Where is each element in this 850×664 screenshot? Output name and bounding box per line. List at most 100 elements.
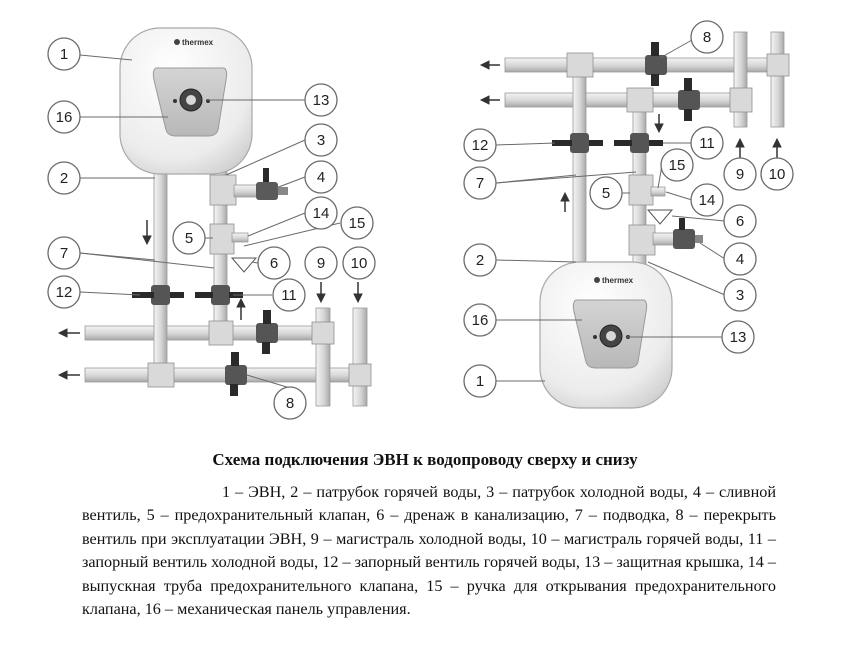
left-brand-label: thermex [182,38,214,47]
svg-text:11: 11 [281,287,297,304]
callout-left-16: 16 [47,100,81,134]
right-valve-8 [645,42,667,86]
right-cold-main-pipe [504,92,746,108]
svg-text:4: 4 [736,251,744,268]
callout-right-3: 3 [723,278,757,312]
svg-text:6: 6 [270,255,278,272]
svg-text:7: 7 [476,175,484,192]
right-drain-branch [652,232,676,246]
right-valve-12 [552,133,603,153]
left-tee-fitting [147,362,175,388]
right-valve-outlet-14 [650,186,666,197]
callout-right-5: 5 [589,176,623,210]
svg-text:4: 4 [317,169,325,186]
right-valve-11 [614,133,663,153]
left-valve-4 [256,168,288,200]
right-diagram: thermex [463,20,794,409]
left-valve-8 [256,310,278,354]
svg-text:8: 8 [703,29,711,46]
left-safety-valve-5 [209,223,235,255]
left-tee-fitting [208,320,234,346]
svg-text:12: 12 [56,284,73,301]
right-valve-8b [678,78,700,121]
right-flow-arrows [479,60,782,212]
callout-right-10: 10 [760,157,794,191]
callout-left-6: 6 [257,246,291,280]
callout-right-6: 6 [723,204,757,238]
connection-diagram: thermex [47,20,794,420]
svg-text:9: 9 [317,255,325,272]
callout-right-11: 11 [690,126,724,160]
callout-right-2: 2 [463,243,497,277]
svg-text:15: 15 [669,157,686,174]
left-leader-lines [79,54,341,389]
callout-right-13: 13 [721,320,755,354]
right-tee-fitting [628,224,656,256]
callout-left-2: 2 [47,161,81,195]
left-drain-funnel-6 [230,257,258,273]
svg-text:10: 10 [769,166,786,183]
svg-text:5: 5 [602,185,610,202]
svg-text:5: 5 [185,230,193,247]
svg-text:12: 12 [472,137,489,154]
right-brand-label: thermex [602,276,634,285]
right-control-knob-center [606,331,616,341]
svg-text:15: 15 [349,215,366,232]
callout-left-5: 5 [172,221,206,255]
left-tee-fitting [311,321,335,345]
right-hot-supply-pipe [572,67,587,269]
svg-text:3: 3 [736,287,744,304]
svg-text:16: 16 [472,312,489,329]
right-tee-fitting [729,87,753,113]
svg-text:3: 3 [317,132,325,149]
left-indicator-dot [173,99,177,103]
callout-left-11: 11 [272,278,306,312]
right-brand-logo-icon [594,277,600,283]
left-flow-arrows [57,220,363,380]
right-safety-valve-5 [628,174,654,206]
callout-right-12: 12 [463,128,497,162]
svg-text:9: 9 [736,166,744,183]
callout-left-14: 14 [304,196,338,230]
svg-text:7: 7 [60,245,68,262]
left-brand-logo-icon [174,39,180,45]
callout-right-1: 1 [463,364,497,398]
callout-right-8: 8 [690,20,724,54]
callout-left-13: 13 [304,83,338,117]
right-indicator-dot [593,335,597,339]
left-cold-main-pipe [84,325,331,341]
svg-text:2: 2 [476,252,484,269]
right-tee-fitting [566,52,594,78]
right-tee-fitting [766,53,790,77]
svg-text:10: 10 [351,255,368,272]
callout-right-9: 9 [723,157,757,191]
left-tee-fitting [209,174,237,206]
svg-text:13: 13 [730,329,747,346]
callout-right-15: 15 [660,148,694,182]
svg-text:14: 14 [313,205,330,222]
caption-title: Схема подключения ЭВН к водопроводу свер… [212,450,638,469]
callout-left-4: 4 [304,160,338,194]
left-valve-outlet-14 [231,232,249,243]
callout-left-15: 15 [340,206,374,240]
svg-text:16: 16 [56,109,73,126]
callout-right-14: 14 [690,183,724,217]
svg-text:2: 2 [60,170,68,187]
svg-text:6: 6 [736,213,744,230]
callout-left-1: 1 [47,37,81,71]
right-tee-fitting [626,87,654,113]
svg-text:8: 8 [286,395,294,412]
callout-right-7: 7 [463,166,497,200]
callout-left-10: 10 [342,246,376,280]
svg-text:1: 1 [476,373,484,390]
svg-text:11: 11 [699,135,715,152]
svg-text:1: 1 [60,46,68,63]
callout-left-8: 8 [273,386,307,420]
left-valve-8b [225,352,247,396]
svg-text:14: 14 [699,192,716,209]
left-hot-riser-10 [352,307,368,407]
left-hot-supply-pipe [153,169,168,371]
right-drain-funnel-6 [646,209,674,225]
left-diagram: thermex [47,27,376,420]
callout-left-9: 9 [304,246,338,280]
